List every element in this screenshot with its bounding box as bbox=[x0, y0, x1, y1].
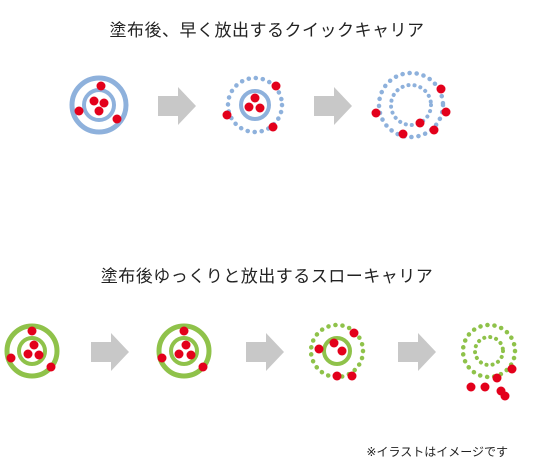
slow-stage-3 bbox=[308, 322, 366, 381]
inner-ring bbox=[239, 89, 271, 121]
inner-ring bbox=[17, 336, 47, 366]
particles bbox=[222, 81, 281, 132]
quick-stage-3 bbox=[371, 70, 451, 140]
quick-stage-2 bbox=[222, 75, 285, 135]
slow-stage-2 bbox=[156, 323, 212, 379]
inner-ring-dotted bbox=[473, 335, 505, 367]
inner-ring bbox=[322, 336, 352, 366]
outer-ring bbox=[156, 323, 212, 379]
particles bbox=[466, 364, 517, 401]
inner-ring bbox=[169, 336, 199, 366]
arrow-icon bbox=[158, 87, 196, 125]
particles bbox=[6, 326, 56, 372]
particles bbox=[314, 328, 359, 381]
arrow-icon bbox=[314, 87, 352, 125]
outer-ring-dotted bbox=[460, 322, 518, 380]
outer-ring bbox=[69, 75, 129, 135]
quick-carrier-title: 塗布後、早く放出するクイックキャリア bbox=[109, 21, 425, 41]
particles bbox=[74, 81, 122, 124]
outer-ring-dotted bbox=[225, 75, 285, 135]
outer-ring bbox=[4, 323, 60, 379]
particles bbox=[157, 326, 208, 372]
arrow-icon bbox=[398, 333, 436, 371]
quick-stage-1 bbox=[69, 75, 129, 135]
arrow-icon bbox=[91, 333, 129, 371]
slow-stage-4 bbox=[460, 322, 518, 401]
particles bbox=[371, 84, 451, 139]
outer-ring-dotted bbox=[376, 70, 446, 140]
slow-carrier-title: 塗布後ゆっくりと放出するスローキャリア bbox=[100, 267, 434, 287]
inner-ring-dotted bbox=[389, 83, 433, 127]
slow-stage-1 bbox=[4, 323, 60, 379]
illustration-note: ※イラストはイメージです bbox=[366, 445, 508, 459]
arrow-icon bbox=[246, 333, 284, 371]
